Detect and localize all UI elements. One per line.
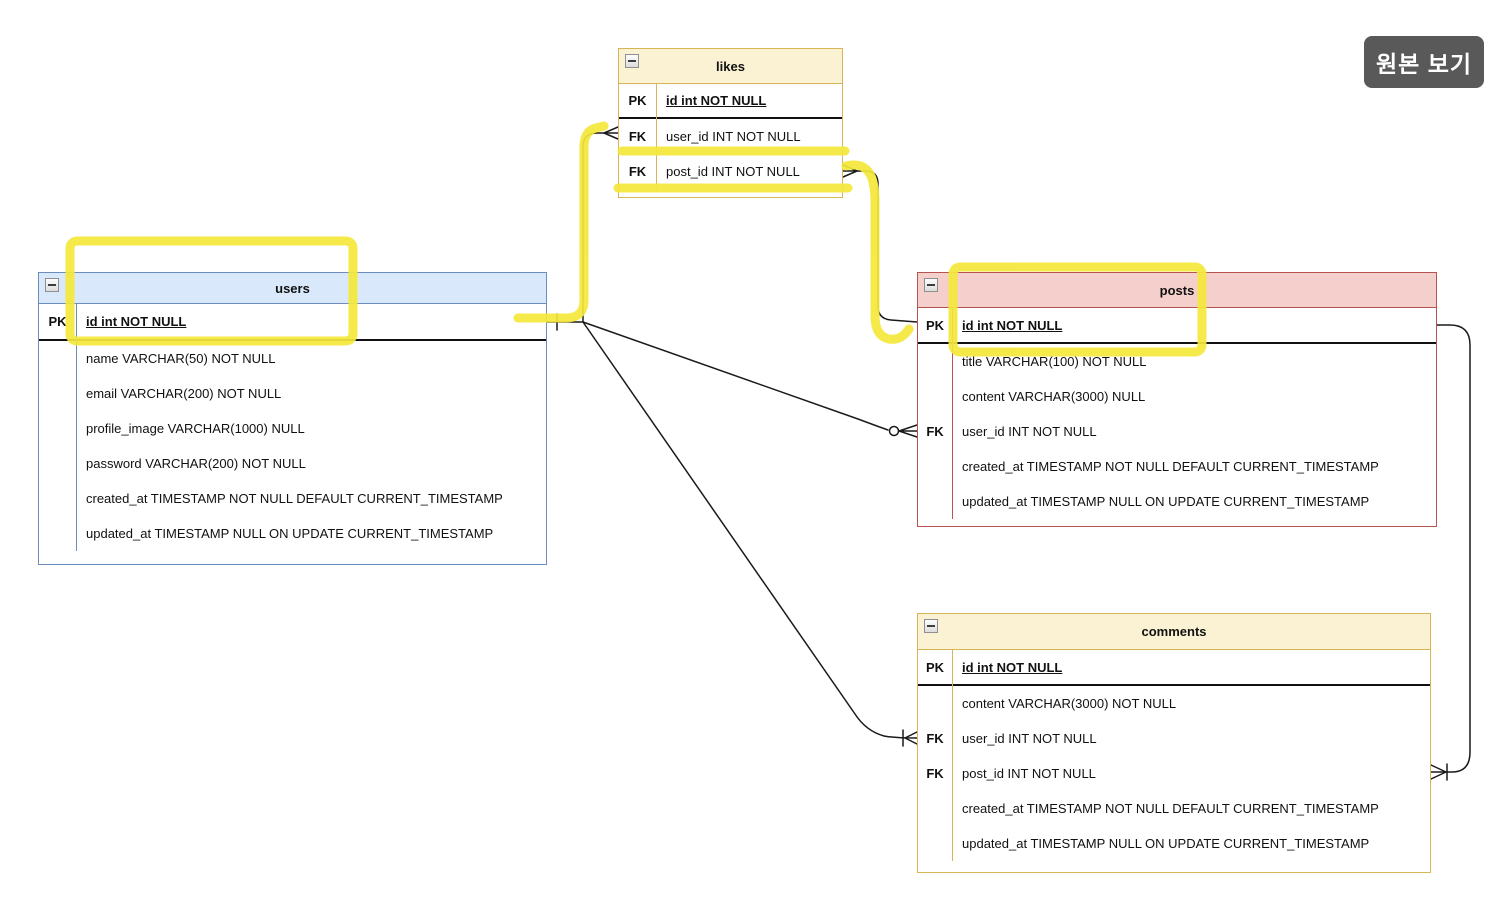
column-divider [76, 304, 77, 551]
field-text: content VARCHAR(3000) NOT NULL [962, 696, 1177, 711]
field-text: created_at TIMESTAMP NOT NULL DEFAULT CU… [962, 459, 1379, 474]
crowfoot-many-icon [904, 731, 918, 745]
table-row: PK id int NOT NULL [619, 84, 842, 119]
highlight-stroke-likes-posts [841, 160, 914, 344]
table-row: profile_image VARCHAR(1000) NULL [39, 411, 546, 446]
relation-users-likes [582, 132, 619, 323]
field-text: updated_at TIMESTAMP NULL ON UPDATE CURR… [86, 526, 494, 541]
table-row: name VARCHAR(50) NOT NULL [39, 341, 546, 376]
key-label: FK [926, 766, 944, 781]
table-posts: posts PK id int NOT NULL title VARCHAR(1… [917, 272, 1437, 527]
field-text: post_id INT NOT NULL [666, 164, 800, 179]
crowfoot-many-icon [603, 126, 619, 140]
table-likes-body: PK id int NOT NULL FK user_id INT NOT NU… [619, 84, 842, 189]
table-users: users PK id int NOT NULL name VARCHAR(50… [38, 272, 547, 565]
key-label: PK [48, 314, 67, 329]
key-label: PK [925, 317, 945, 333]
relation-likes-posts [842, 170, 918, 323]
table-comments: comments PK id int NOT NULL content VARC… [917, 613, 1431, 873]
collapse-icon [924, 619, 938, 633]
table-row: updated_at TIMESTAMP NULL ON UPDATE CURR… [918, 826, 1430, 861]
field-text: user_id INT NOT NULL [962, 424, 1097, 439]
table-row: title VARCHAR(100) NOT NULL [918, 344, 1436, 379]
field-text: email VARCHAR(200) NOT NULL [86, 386, 282, 401]
field-text: id int NOT NULL [666, 93, 767, 108]
field-text: password VARCHAR(200) NOT NULL [86, 456, 306, 471]
field-text: updated_at TIMESTAMP NULL ON UPDATE CURR… [962, 494, 1370, 509]
table-row: email VARCHAR(200) NOT NULL [39, 376, 546, 411]
crowfoot-many-icon [842, 164, 858, 178]
field-text: id int NOT NULL [86, 314, 187, 329]
table-posts-header: posts [918, 273, 1436, 308]
field-text: name VARCHAR(50) NOT NULL [86, 351, 276, 366]
table-row: created_at TIMESTAMP NOT NULL DEFAULT CU… [918, 449, 1436, 484]
key-label: PK [925, 659, 945, 675]
table-row: created_at TIMESTAMP NOT NULL DEFAULT CU… [39, 481, 546, 516]
field-text: id int NOT NULL [962, 659, 1063, 675]
relation-users-comments [582, 321, 918, 739]
key-label: FK [628, 129, 647, 144]
field-text: created_at TIMESTAMP NOT NULL DEFAULT CU… [86, 491, 503, 506]
table-comments-header: comments [918, 614, 1430, 650]
field-text: profile_image VARCHAR(1000) NULL [86, 421, 305, 436]
column-divider [656, 84, 657, 189]
collapse-icon [45, 278, 59, 292]
table-row: PK id int NOT NULL [918, 650, 1430, 686]
field-text: title VARCHAR(100) NOT NULL [962, 354, 1147, 369]
field-text: post_id INT NOT NULL [962, 766, 1096, 781]
table-posts-body: PK id int NOT NULL title VARCHAR(100) NO… [918, 308, 1436, 519]
view-original-button[interactable]: 원본 보기 [1364, 36, 1484, 88]
crowfoot-many-icon [898, 424, 918, 438]
table-comments-body: PK id int NOT NULL content VARCHAR(3000)… [918, 650, 1430, 861]
table-likes: likes PK id int NOT NULL FK user_id INT … [618, 48, 843, 198]
table-row: created_at TIMESTAMP NOT NULL DEFAULT CU… [918, 791, 1430, 826]
table-row: FK post_id INT NOT NULL [619, 154, 842, 189]
field-text: updated_at TIMESTAMP NULL ON UPDATE CURR… [962, 836, 1370, 851]
table-row: content VARCHAR(3000) NOT NULL [918, 686, 1430, 721]
table-row: updated_at TIMESTAMP NULL ON UPDATE CURR… [918, 484, 1436, 519]
table-title: likes [716, 58, 745, 74]
column-divider [952, 650, 953, 861]
key-label: FK [926, 731, 944, 746]
crowfoot-many-icon [1430, 764, 1447, 780]
collapse-icon [625, 54, 639, 68]
collapse-icon [924, 278, 938, 292]
table-row: password VARCHAR(200) NOT NULL [39, 446, 546, 481]
table-title: comments [1141, 624, 1207, 639]
table-users-body: PK id int NOT NULL name VARCHAR(50) NOT … [39, 304, 546, 551]
table-title: posts [1159, 282, 1195, 298]
table-row: FK user_id INT NOT NULL [918, 414, 1436, 449]
table-row: FK post_id INT NOT NULL [918, 756, 1430, 791]
table-users-header: users [39, 273, 546, 304]
relation-users-posts [582, 321, 889, 431]
table-row: PK id int NOT NULL [918, 308, 1436, 344]
cardinality-zero-circle-icon [888, 425, 900, 437]
column-divider [952, 308, 953, 519]
table-row: PK id int NOT NULL [39, 304, 546, 341]
key-label: PK [628, 93, 647, 108]
table-likes-header: likes [619, 49, 842, 84]
key-label: FK [926, 424, 944, 439]
table-row: FK user_id INT NOT NULL [619, 119, 842, 154]
field-text: user_id INT NOT NULL [962, 731, 1097, 746]
key-label: FK [628, 164, 647, 179]
field-text: user_id INT NOT NULL [666, 129, 801, 144]
field-text: id int NOT NULL [962, 317, 1063, 333]
table-row: updated_at TIMESTAMP NULL ON UPDATE CURR… [39, 516, 546, 551]
field-text: content VARCHAR(3000) NULL [962, 389, 1146, 404]
field-text: created_at TIMESTAMP NOT NULL DEFAULT CU… [962, 801, 1379, 816]
table-row: FK user_id INT NOT NULL [918, 721, 1430, 756]
table-row: content VARCHAR(3000) NULL [918, 379, 1436, 414]
table-title: users [275, 280, 310, 296]
